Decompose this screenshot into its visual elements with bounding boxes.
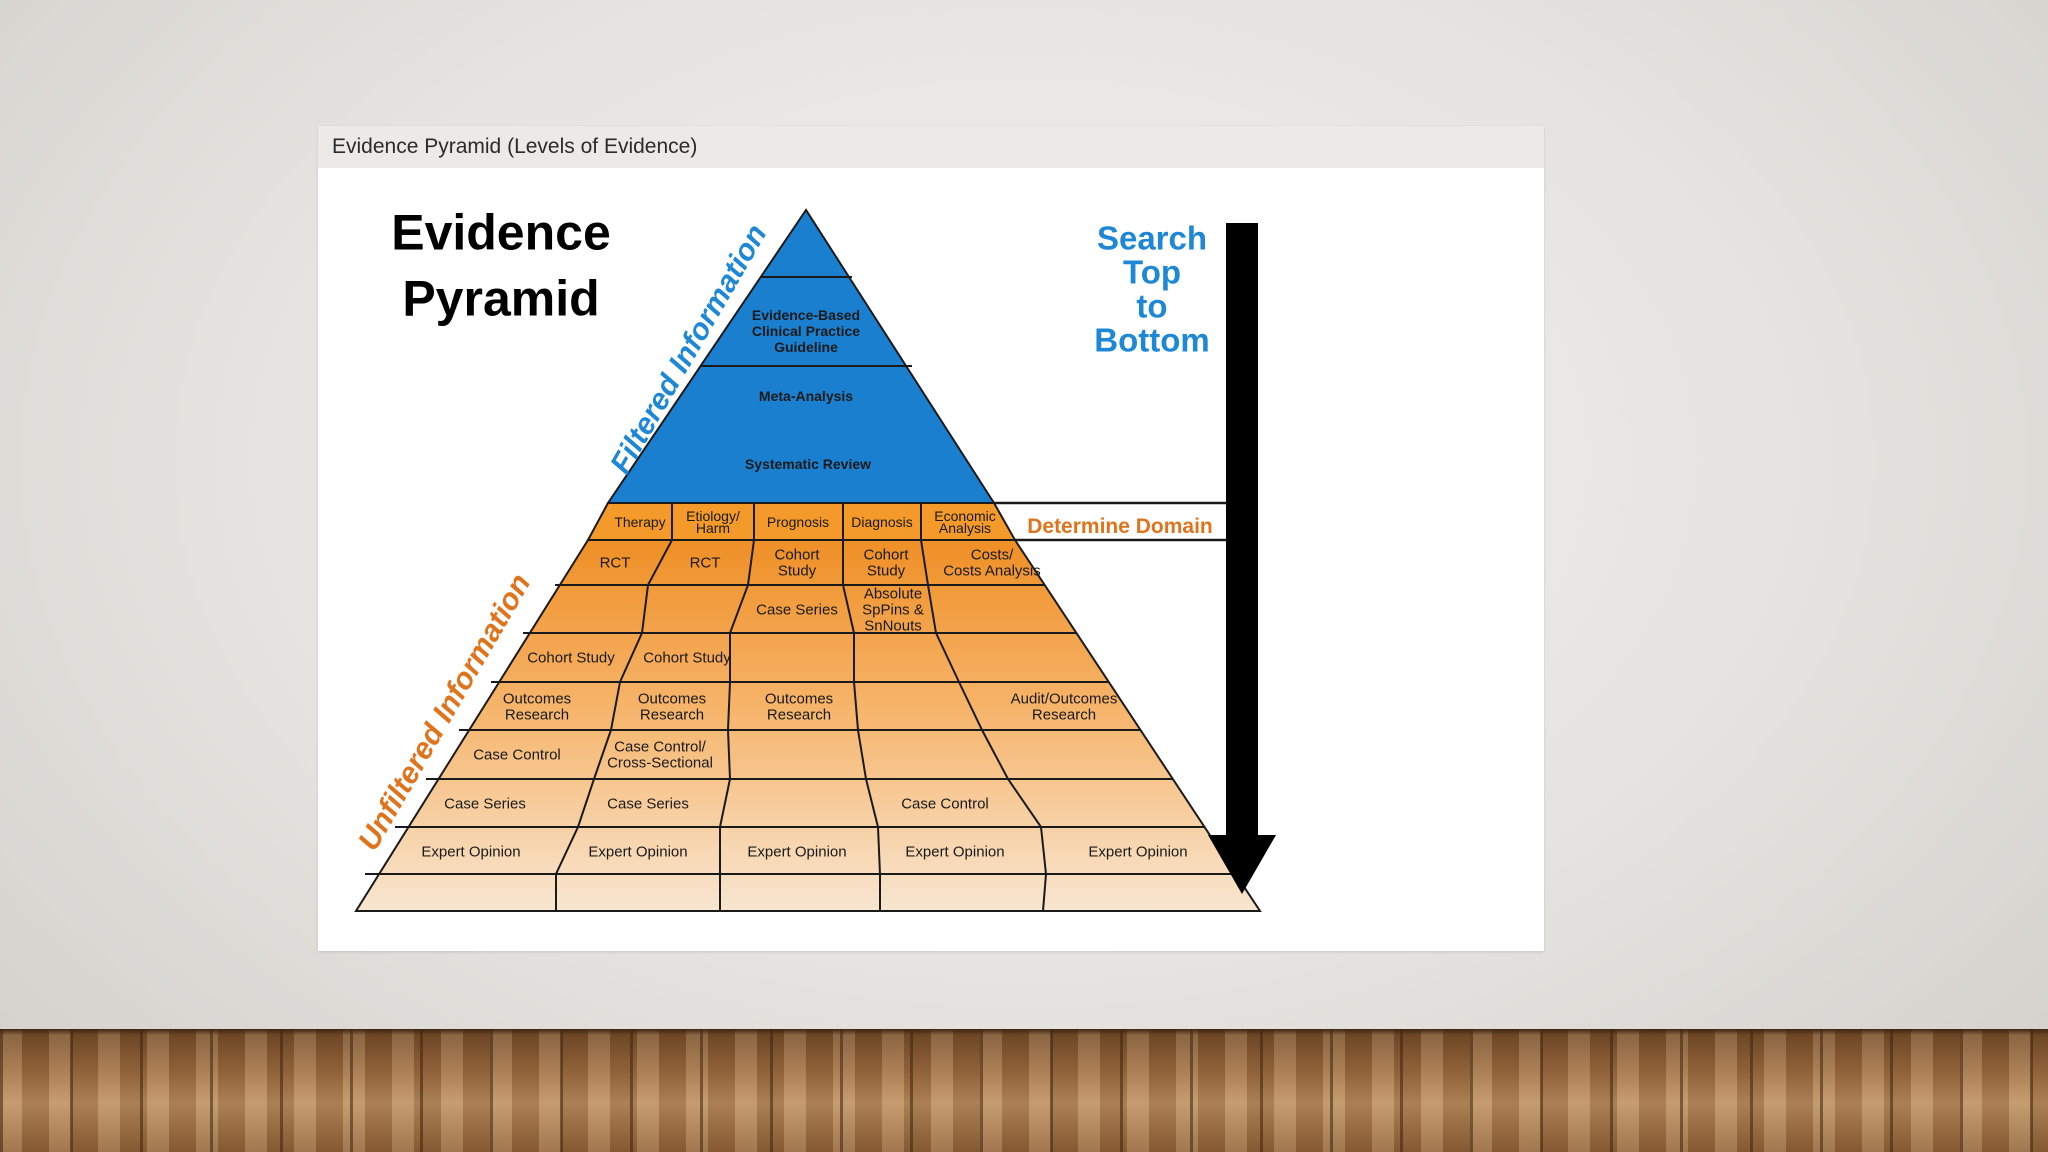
grid-cell-label: Case Control — [473, 746, 561, 763]
grid-cell-label: Cohort Study — [643, 649, 731, 666]
grid-cell-label: Expert Opinion — [588, 843, 687, 860]
figure-frame: Evidence Pyramid (Levels of Evidence) — [318, 126, 1544, 951]
grid-cell-label: Case Series — [607, 795, 689, 812]
filtered-level-label: Meta-Analysis — [759, 388, 853, 404]
determine-domain-text: Determine Domain — [1027, 515, 1213, 538]
wooden-floor-background — [0, 1029, 2048, 1152]
domain-header: Diagnosis — [851, 514, 912, 530]
grid-cell-label: Expert Opinion — [421, 843, 520, 860]
grid-line — [555, 539, 673, 911]
pyramid-grid-lines — [365, 276, 1236, 912]
figure-caption-bar: Evidence Pyramid (Levels of Evidence) — [318, 126, 1544, 168]
domain-header: Prognosis — [767, 514, 829, 530]
grid-line — [719, 539, 755, 911]
domain-headers: Therapy Etiology/Harm Prognosis Diagnosis Ec… — [614, 508, 995, 536]
grid-cell-label: Expert Opinion — [1088, 843, 1187, 860]
grid-cell-label: Costs/Costs Analysis — [943, 546, 1041, 579]
grid-cell-label: Expert Opinion — [747, 843, 846, 860]
domain-header: Therapy — [614, 514, 665, 530]
grid-line — [842, 540, 881, 911]
figure-caption: Evidence Pyramid (Levels of Evidence) — [332, 135, 698, 158]
grid-line — [920, 539, 1048, 912]
filtered-level-label: Systematic Review — [745, 456, 871, 472]
search-down-arrow-icon — [1208, 223, 1276, 894]
grid-cell-label: Case Control — [901, 795, 989, 812]
grid-cell-label: Expert Opinion — [905, 843, 1004, 860]
grid-cell-label: RCT — [690, 554, 721, 571]
grid-cell-label: Case Series — [756, 601, 838, 618]
grid-cell-label: Cohort Study — [527, 649, 615, 666]
determine-domain-label: Determine Domain — [1027, 515, 1213, 538]
grid-cell-label: RCT — [600, 554, 631, 571]
domain-header: Etiology/Harm — [686, 508, 740, 536]
grid-cell-label: Case Control/Cross-Sectional — [607, 738, 713, 771]
grid-cell-label: Case Series — [444, 795, 526, 812]
